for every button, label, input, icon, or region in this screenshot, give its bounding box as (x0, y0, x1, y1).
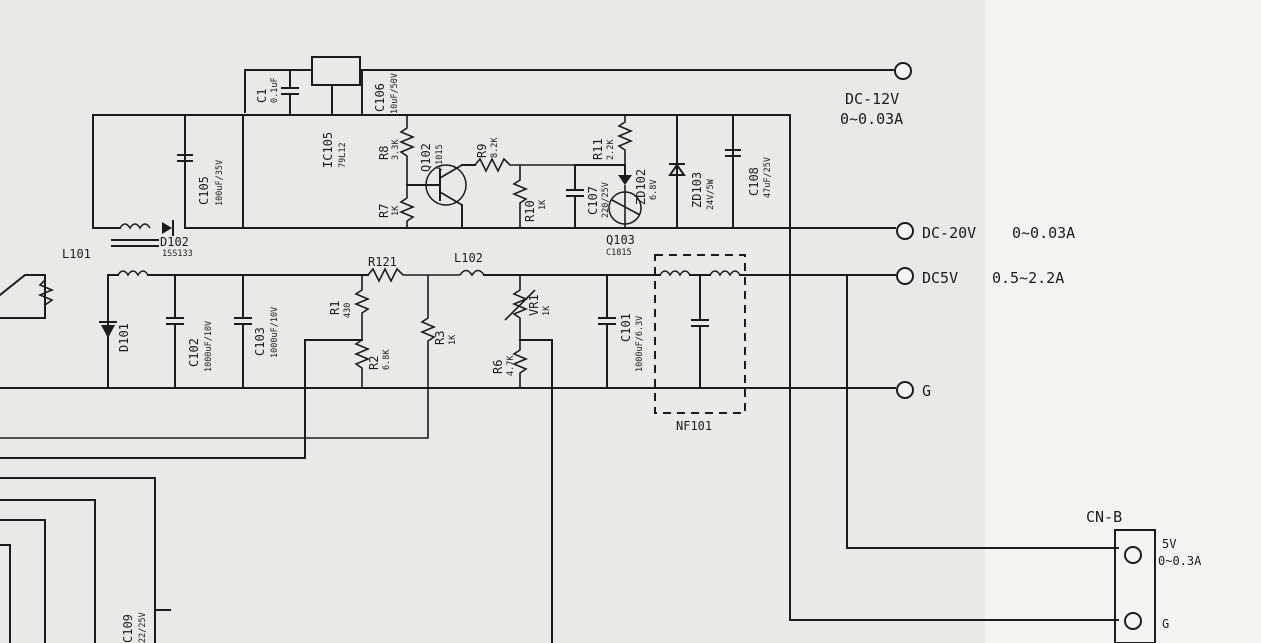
q103-val: C1815 (606, 248, 632, 258)
r121-ref: R121 (368, 255, 397, 269)
l101-ref: L101 (62, 247, 91, 261)
component-labels: C1 0.1uF C106 10uF/50V IC105 79L12 C105 … (62, 73, 773, 643)
r2-ref: R2 (367, 356, 381, 370)
nf101-ref: NF101 (676, 419, 712, 433)
left-partial-circuit (0, 274, 171, 643)
c106-val: 10uF/50V (390, 73, 400, 114)
c109-ref: C109 (121, 614, 135, 643)
q102-val: A1015 (435, 144, 445, 170)
c105-ref: C105 (197, 176, 211, 205)
c107-ref: C107 (586, 186, 600, 215)
ground-label: G (922, 382, 931, 400)
adjacent-page (985, 0, 1261, 643)
c105-val: 100uF/35V (215, 160, 225, 206)
zd102-ref: ZD102 (634, 169, 648, 205)
cn-b-pin1 (1124, 546, 1142, 564)
r9-val: 8.2K (490, 137, 500, 158)
dc-5v-terminal (896, 267, 914, 285)
nf101-filter-box (654, 254, 746, 414)
l102-ref: L102 (454, 251, 483, 265)
dc5-label: DC5V (922, 269, 958, 287)
zd103-ref: ZD103 (690, 172, 704, 208)
r7-ref: R7 (377, 204, 391, 218)
cn-b-name: CN-B (1086, 508, 1122, 526)
r11-val: 2.2K (606, 139, 616, 160)
r8-val: 3.3K (391, 139, 401, 160)
c103-val: 1000uF/10V (270, 307, 280, 358)
dc-5v-section (0, 254, 1119, 643)
ic105-regulator-body (311, 56, 361, 86)
dc5-current: 0.5~2.2A (992, 269, 1064, 287)
c1-ref: C1 (255, 89, 269, 103)
c109-val: 22/25V (138, 612, 148, 643)
dc20-current: 0~0.03A (1012, 224, 1075, 242)
r6-val: 4.7K (506, 355, 516, 376)
r1-val: 430 (343, 303, 353, 318)
zd103-val: 24V/5W (706, 178, 716, 210)
ic105-val: 79L12 (338, 142, 348, 168)
dc20-label: DC-20V (922, 224, 976, 242)
r6-ref: R6 (491, 360, 505, 374)
dc-12v-rail (244, 56, 912, 116)
d101-ref: D101 (117, 323, 131, 352)
dc-20v-section (92, 114, 914, 621)
ic105-ref: IC105 (321, 132, 335, 168)
c103-ref: C103 (253, 327, 267, 356)
d102-ref: D102 (160, 235, 189, 249)
r3-val: 1K (448, 334, 458, 345)
zd102-val: 6.8V (649, 180, 659, 200)
vr1-ref: VR1 (527, 294, 541, 316)
c101-ref: C101 (619, 313, 633, 342)
c102-ref: C102 (187, 338, 201, 367)
r2-val: 6.8K (382, 349, 392, 370)
cn-b-pin2-label: G (1162, 617, 1169, 631)
dc12-label: DC-12V (845, 90, 899, 108)
ground-rail (0, 381, 1119, 621)
c108-val: 47uF/25V (763, 157, 773, 198)
vr1-val: 1K (542, 305, 552, 316)
dc-20v-terminal (896, 222, 914, 240)
dc12-current: 0~0.03A (840, 110, 903, 128)
r10-ref: R10 (523, 200, 537, 222)
r7-val: 1K (391, 205, 401, 216)
q102-ref: Q102 (419, 143, 433, 172)
c108-ref: C108 (747, 167, 761, 196)
c101-val: 1000uF/6.3V (635, 316, 645, 372)
r9-ref: R9 (475, 144, 489, 158)
c1-val: 0.1uF (270, 77, 280, 103)
cn-b-pin2 (1124, 612, 1142, 630)
r3-ref: R3 (433, 331, 447, 345)
d102-val: 1SS133 (162, 249, 193, 259)
r1-ref: R1 (328, 301, 342, 315)
cn-b-pin1-current: 0~0.3A (1158, 554, 1202, 568)
r10-val: 1K (538, 199, 548, 210)
ground-terminal (896, 381, 914, 399)
connector-cn-b (1114, 529, 1156, 643)
c107-val: 220/25V (601, 182, 611, 218)
q103-ref: Q103 (606, 233, 635, 247)
c102-val: 1000uF/10V (204, 321, 214, 372)
r11-ref: R11 (591, 138, 605, 160)
dc-12v-terminal (894, 62, 912, 80)
c106-ref: C106 (373, 83, 387, 112)
cn-b-pin1-label: 5V (1162, 537, 1176, 551)
r8-ref: R8 (377, 146, 391, 160)
